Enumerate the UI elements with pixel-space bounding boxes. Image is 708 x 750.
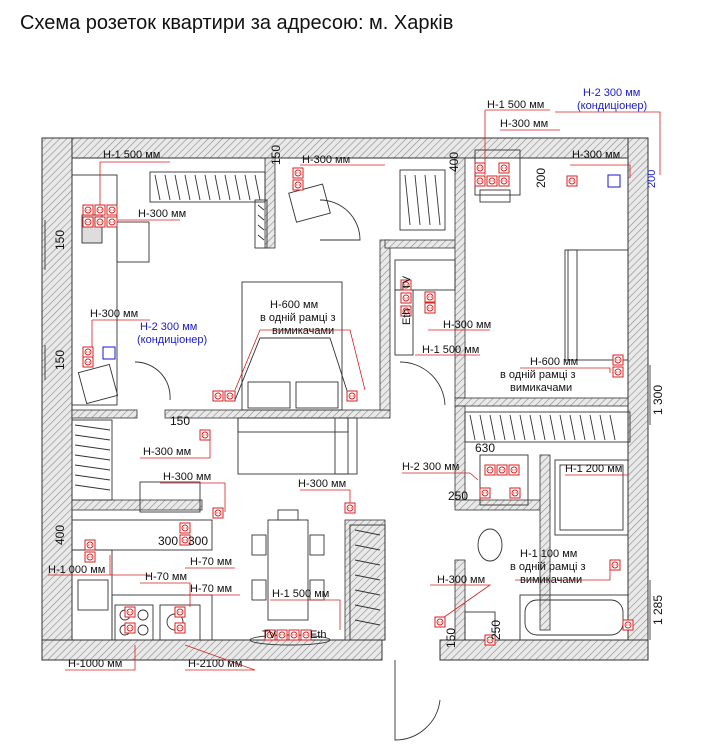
dimension: 150 [53,230,67,250]
label: Eth [401,308,413,325]
label: вимикачами [510,382,572,394]
label: Н-600 мм [530,356,578,368]
label: вимикачами [272,325,334,337]
label: Н-300 мм [302,154,350,166]
label: Н-1 500 мм [487,99,544,111]
label: Н-600 мм [270,299,318,311]
dimension: 250 [489,620,503,640]
label: в одній рамці з [510,561,586,573]
label: Н-2 300 мм [402,461,459,473]
label: Н-70 мм [145,571,187,583]
dimension: 250 [448,489,468,503]
label: Н-300 мм [572,149,620,161]
dimension: 150 [53,350,67,370]
furniture [71,149,631,741]
label: (кондиціонер) [137,334,207,346]
page-title: Схема розеток квартири за адресою: м. Ха… [20,12,454,34]
label: Н-300 мм [143,446,191,458]
label: Н-1 500 мм [422,344,479,356]
dimension: 200 [534,168,548,188]
label: Н-1 200 мм [565,463,622,475]
label: Н-1 500 мм [272,588,329,600]
label: TV [401,275,413,290]
dimension: 150 [444,628,458,648]
label: Eth [310,629,327,641]
label: Н-300 мм [443,319,491,331]
dimension: 1 285 [651,595,665,625]
dimension: 150 [269,145,283,165]
label: Н-1 000 мм [48,564,105,576]
label: Н-70 мм [190,556,232,568]
dimension: 400 [447,152,461,172]
dimension: 300 [158,534,178,548]
label: вимикачами [520,574,582,586]
label: TV [262,629,277,641]
dimension: 300 [188,534,208,548]
label: в одній рамці з [500,369,576,381]
label: Н-2 300 мм [140,321,197,333]
dimension: 1 300 [651,385,665,415]
label: Н-300 мм [500,118,548,130]
labels: Н-1 500 мм Н-300 мм 150 Н-300 мм Н-2 300… [48,87,665,670]
label: Н-70 мм [190,583,232,595]
interior-walls [71,157,629,641]
label: Н-2100 мм [188,658,242,670]
label: в одній рамці з [260,312,336,324]
label: Н-300 мм [163,471,211,483]
label: Н-300 мм [90,308,138,320]
label: Н-1 100 мм [520,548,577,560]
label: Н-1 500 мм [103,149,160,161]
label: Н-1000 мм [68,658,122,670]
label: Н-300 мм [437,574,485,586]
dimension-lines [44,220,651,640]
label: Н-300 мм [138,208,186,220]
dimension: 400 [53,525,67,545]
ac-sockets [102,174,621,360]
label: Н-300 мм [298,478,346,490]
dimension: 630 [475,441,495,455]
label: (кондиціонер) [577,100,647,112]
dimension: 150 [170,414,190,428]
leader-lines [48,109,661,671]
dimension: 200 [646,170,658,188]
label: Н-2 300 мм [583,87,640,99]
